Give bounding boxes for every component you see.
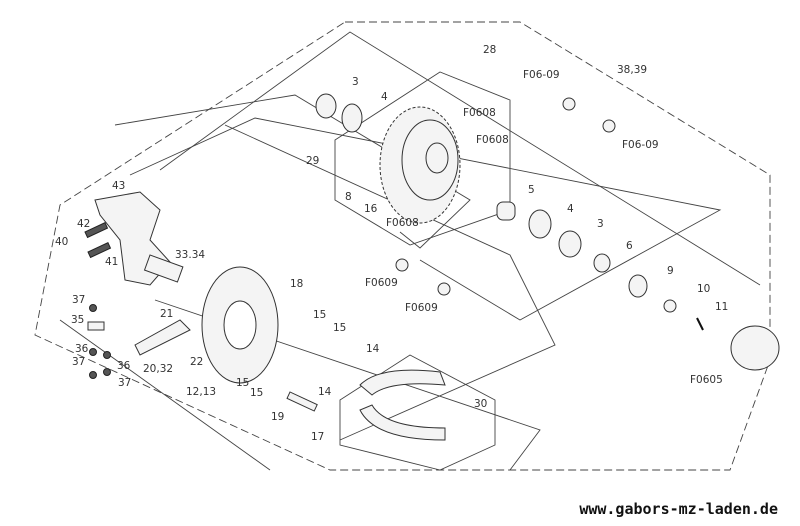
label-30: 30 (474, 398, 487, 410)
label-3: 3 (352, 76, 359, 88)
label-36: 36 (117, 360, 131, 372)
washer-3 (315, 93, 337, 119)
nut-10 (663, 299, 677, 313)
nut-f0609 (395, 258, 409, 272)
label-42: 42 (77, 218, 90, 230)
label-f06-09: F06-09 (622, 139, 659, 151)
label-40: 40 (55, 236, 68, 248)
shoe-frame (339, 354, 496, 471)
label-36: 36 (75, 343, 89, 355)
nut-f0609 (437, 282, 451, 296)
guide-line (154, 299, 541, 471)
label-21: 21 (160, 308, 173, 320)
guide-line (59, 319, 271, 471)
spacer-5 (496, 201, 516, 221)
label-41: 41 (105, 256, 118, 268)
label-12-13: 12,13 (186, 386, 216, 398)
nut-37 (89, 304, 97, 312)
hub-cap (730, 325, 780, 371)
label-9: 9 (667, 265, 674, 277)
label-19: 19 (271, 411, 284, 423)
nut-36 (89, 348, 97, 356)
guide-line (129, 117, 722, 321)
label-f0608: F0608 (463, 107, 496, 119)
label-15: 15 (250, 387, 263, 399)
website-url: www.gabors-mz-laden.de (579, 500, 778, 518)
nut-37 (89, 371, 97, 379)
label-38-39: 38,39 (617, 64, 647, 76)
ring-6 (593, 253, 611, 273)
label-22: 22 (190, 356, 203, 368)
label-16: 16 (364, 203, 378, 215)
label-14: 14 (318, 386, 332, 398)
pin-11 (696, 317, 704, 331)
pin-35 (87, 321, 105, 331)
label-20-32: 20,32 (143, 363, 173, 375)
washer-9 (628, 274, 648, 298)
label-35: 35 (71, 314, 84, 326)
hub-thread (425, 142, 449, 174)
label-18: 18 (290, 278, 303, 290)
label-8: 8 (345, 191, 352, 203)
label-f0605: F0605 (690, 374, 723, 386)
guide-line (224, 124, 556, 441)
label-43: 43 (112, 180, 125, 192)
label-4: 4 (567, 203, 574, 215)
assembly-boundary (34, 21, 771, 471)
brake-shoe (359, 404, 446, 441)
label-4: 4 (381, 91, 388, 103)
washer-3-right (558, 230, 582, 258)
label-29: 29 (306, 155, 319, 167)
label-15: 15 (236, 377, 249, 389)
label-15: 15 (333, 322, 346, 334)
label-6: 6 (626, 240, 633, 252)
label-28: 28 (483, 44, 496, 56)
label-f06-09: F06-09 (523, 69, 560, 81)
label-17: 17 (311, 431, 324, 443)
guide-line (114, 94, 471, 249)
spring-42 (84, 222, 109, 239)
bearing-4-right (528, 209, 552, 239)
spring-41 (87, 242, 112, 259)
cam-19 (286, 391, 318, 412)
brake-shoe (359, 369, 446, 396)
brake-plate-hole (223, 300, 257, 350)
label-37: 37 (72, 356, 85, 368)
label-3: 3 (597, 218, 604, 230)
label-f0609: F0609 (365, 277, 398, 289)
label-f0608: F0608 (386, 217, 419, 229)
label-f0608: F0608 (476, 134, 509, 146)
label-14: 14 (366, 343, 380, 355)
label-33-34: 33.34 (175, 249, 205, 261)
nut-f06-09 (602, 119, 616, 133)
nut-36 (103, 351, 111, 359)
label-11: 11 (715, 301, 728, 313)
bearing-4 (341, 103, 363, 133)
label-37: 37 (118, 377, 131, 389)
guide-line (159, 31, 761, 286)
label-37: 37 (72, 294, 85, 306)
nut-37 (103, 368, 111, 376)
brake-lever (134, 319, 191, 356)
label-f0609: F0609 (405, 302, 438, 314)
nut-f06-09 (562, 97, 576, 111)
axle-stub (143, 254, 184, 283)
label-5: 5 (528, 184, 535, 196)
label-10: 10 (697, 283, 710, 295)
label-15: 15 (313, 309, 326, 321)
